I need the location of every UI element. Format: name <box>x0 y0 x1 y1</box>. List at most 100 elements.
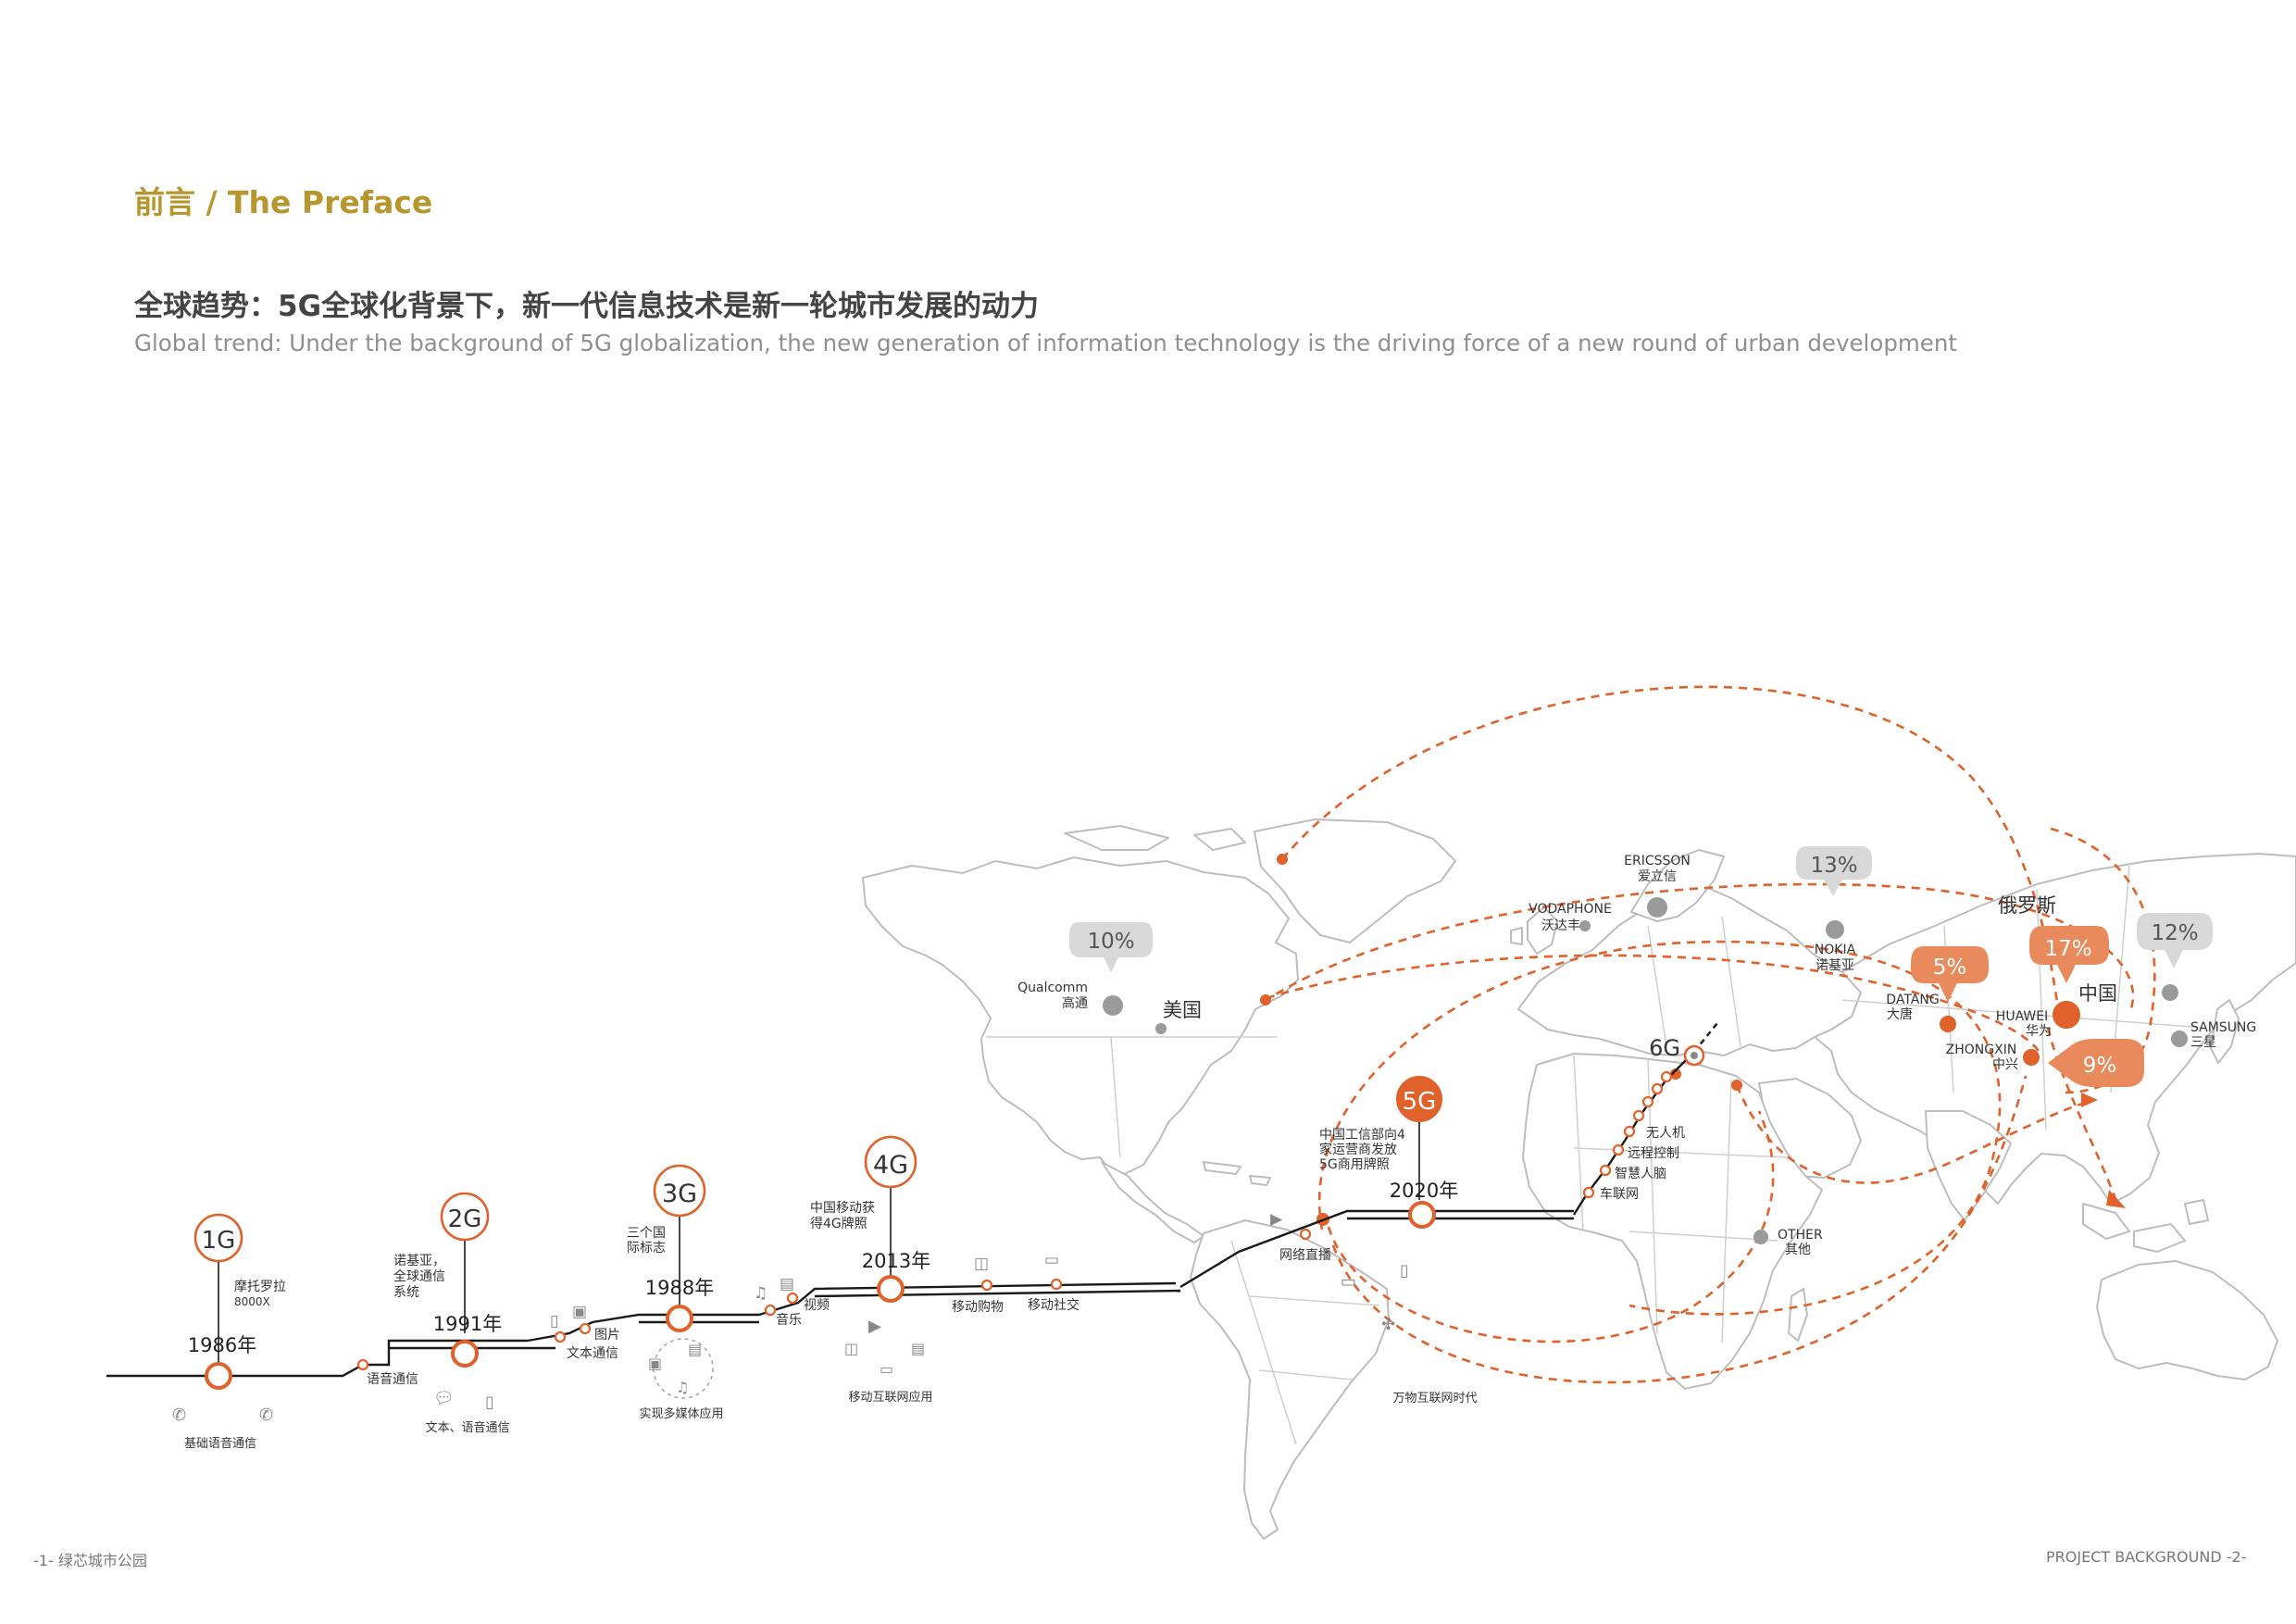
vendor-qualcomm-en: Qualcomm <box>1017 981 1088 995</box>
feature-picture: 图片 <box>594 1328 620 1343</box>
vendor-ericsson-cn: 爱立信 <box>1638 869 1677 884</box>
arc-europe-loop <box>1317 940 2002 1316</box>
feature-voice: 语音通信 <box>367 1371 418 1387</box>
film-icon: ▤ <box>911 1340 925 1357</box>
vendor-huawei-en: HUAWEI <box>1996 1009 2048 1024</box>
feature-text: 文本通信 <box>567 1346 618 1361</box>
milestone-2g-year: 1991年 <box>433 1313 502 1335</box>
car-icon: ▭ <box>1341 1272 1356 1292</box>
japan <box>2210 999 2240 1064</box>
arc-america-loop <box>1327 1110 1775 1343</box>
caribbean-islands <box>1203 1161 1271 1186</box>
milestone-3g-caption: 实现多媒体应用 <box>639 1406 723 1421</box>
usa-marker <box>1155 1023 1167 1034</box>
vendor-other-cn: 其他 <box>1785 1243 1811 1257</box>
vendor-zhongxin-cn: 中兴 <box>1992 1057 2018 1072</box>
chat-bubbles-icon: ▭ <box>1044 1251 1059 1269</box>
music-note-icon: ♫ <box>754 1284 767 1303</box>
arc-greenland-china <box>1281 685 2059 1003</box>
milestone-2g-note-line1: 诺基亚， <box>393 1253 445 1268</box>
vendor-huawei: 17% HUAWEI 华为 <box>1996 926 2109 1039</box>
milestone-4g-label: 4G <box>873 1151 908 1180</box>
milestone-4g: 4G 2013年 中国移动获 得4G牌照 移动互联网应用 ▶ ◫ ▤ ▭ <box>810 1135 933 1405</box>
milestone-2g-note-line3: 系统 <box>393 1285 419 1300</box>
milestone-2g-caption: 文本、语音通信 <box>425 1420 509 1435</box>
vendor-qualcomm-cn: 高通 <box>1062 995 1088 1011</box>
vendor-nokia-cn: 诺基亚 <box>1816 957 1854 973</box>
milestone-1g-year: 1986年 <box>188 1334 256 1356</box>
milestone-5g-note-line2: 家运营商发放 <box>1319 1142 1397 1157</box>
vendor-samsung-cn: 三星 <box>2190 1035 2216 1050</box>
video-camera-icon: ▶ <box>868 1317 881 1336</box>
milestone-5g-caption: 万物互联网时代 <box>1392 1392 1477 1405</box>
headline-en: Global trend: Under the background of 5G… <box>134 330 1957 356</box>
chat-icon: 💬︎ <box>433 1389 455 1408</box>
arc-southamerica-china <box>1331 1075 2028 1384</box>
phone-icon: ✆ <box>172 1405 186 1425</box>
milestone-1g-caption: 基础语音通信 <box>184 1436 256 1451</box>
vendor-other-en: OTHER <box>1778 1228 1823 1243</box>
madagascar <box>1788 1288 1808 1342</box>
phone-device-icon: ▯ <box>485 1393 494 1412</box>
vendor-datang-share: 5% <box>1933 956 1967 980</box>
arc-russia-china <box>2050 827 2156 1094</box>
vendor-datang-cn: 大唐 <box>1887 1006 1913 1022</box>
vendor-nokia: 13% NOKIA 诺基亚 <box>1796 846 1872 973</box>
phone-icon: ✆ <box>259 1405 273 1425</box>
feature-iov: 车联网 <box>1600 1186 1639 1202</box>
milestone-2g-note-line2: 全球通信 <box>393 1268 445 1284</box>
vendor-qualcomm: 10% Qualcomm 高通 <box>1017 922 1153 1016</box>
vendor-nokia-en: NOKIA <box>1815 943 1856 957</box>
milestone-5g: 5G 2020年 中国工信部向4 家运营商发放 5G商用牌照 万物互联网时代 ▭… <box>1319 1076 1478 1405</box>
music-note-icon: ♫ <box>676 1379 689 1396</box>
australia-landmass <box>2096 1260 2278 1380</box>
central-america <box>1101 1161 1204 1243</box>
vendor-ericsson: ERICSSON 爱立信 <box>1624 854 1691 918</box>
multimedia-loop-icon <box>653 1338 714 1399</box>
milestone-4g-note-line2: 得4G牌照 <box>810 1216 867 1231</box>
timeline-track <box>106 1022 1718 1378</box>
arc-origin-dots <box>1260 854 1742 1226</box>
milestone-5g-year: 2020年 <box>1390 1180 1458 1202</box>
milestone-6g: 6G <box>1649 1035 1705 1067</box>
vendor-huawei-cn: 华为 <box>2026 1024 2052 1039</box>
film-icon: ▤ <box>688 1341 702 1358</box>
document-icon: ▯ <box>550 1312 558 1330</box>
country-russia: 俄罗斯 <box>1998 894 2056 917</box>
feature-shopping: 移动购物 <box>952 1300 1004 1315</box>
milestone-4g-note-line1: 中国移动获 <box>810 1201 875 1216</box>
milestone-1g-note-line1: 摩托罗拉 <box>234 1279 286 1294</box>
greenland <box>1254 818 1456 943</box>
arrowheads <box>2081 1093 2126 1208</box>
milestone-3g-note-line1: 三个国 <box>627 1226 666 1241</box>
feature-icons: ▯ ▣ ♫ ▤ ◫ ▭ ▶ <box>550 1210 1283 1330</box>
vendor-vodaphone-en: VODAPHONE <box>1529 902 1612 917</box>
video-camera-icon: ▶ <box>1270 1210 1283 1229</box>
arc-africa-asia <box>1735 1084 2095 1184</box>
truck-icon: ▯ <box>1400 1261 1409 1280</box>
vendor-zhongxin-share: 9% <box>2083 1054 2117 1078</box>
section-title: 前言 / The Preface <box>134 184 433 220</box>
vendor-ericsson-en: ERICSSON <box>1624 854 1691 868</box>
milestone-2g-label: 2G <box>448 1206 482 1233</box>
image-icon: ▣ <box>648 1355 662 1372</box>
south-america-landmass <box>1190 1219 1390 1540</box>
milestone-5g-note-line3: 5G商用牌照 <box>1319 1156 1390 1172</box>
footer-right: PROJECT BACKGROUND -2- <box>2046 1548 2247 1566</box>
milestone-1g-note-line2: 8000X <box>234 1295 270 1308</box>
drone-icon: ✣ <box>1381 1315 1395 1334</box>
feature-social: 移动社交 <box>1028 1297 1079 1313</box>
footer-left: -1- 绿芯城市公园 <box>33 1552 147 1569</box>
film-icon: ▤ <box>780 1275 794 1293</box>
country-labels: 美国 俄罗斯 中国 <box>1163 894 2117 1021</box>
feature-music: 音乐 <box>776 1312 802 1328</box>
vendor-nokia-share: 13% <box>1810 854 1857 878</box>
milestone-3g-label: 3G <box>662 1180 697 1208</box>
milestone-3g: 3G 1988年 三个国 际标志 实现多媒体应用 ▣ ▤ ♫ <box>627 1164 724 1421</box>
vendor-datang-en: DATANG <box>1886 993 1939 1007</box>
headline-cn: 全球趋势：5G全球化背景下，新一代信息技术是新一轮城市发展的动力 <box>134 290 1040 323</box>
feature-livestream: 网络直播 <box>1279 1247 1331 1263</box>
vendor-huawei-share: 17% <box>2044 937 2091 961</box>
north-america-landmass <box>862 856 1299 1175</box>
